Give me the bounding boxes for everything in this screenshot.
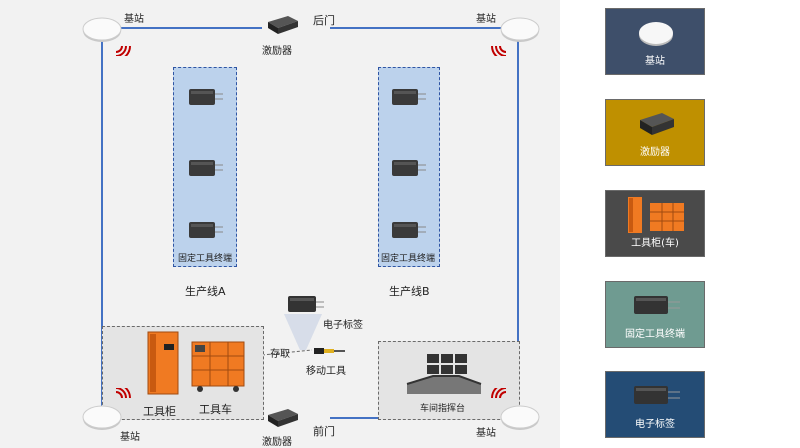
exciter-label-bottom: 激励器 [262,437,292,448]
tool-cart-icon [191,341,245,392]
back-door-label: 后门 [313,14,335,27]
legend-exciter-label: 激励器 [640,147,670,158]
base-station-label-br: 基站 [476,428,496,439]
mobile-tool-icon [314,348,345,354]
legend-fixed-terminal: 固定工具终端 [605,281,705,348]
exciter-icon [268,16,298,34]
fixed-terminal-device-icon [189,89,223,105]
control-desk-icon [406,354,482,394]
base-station-label-tl: 基站 [124,14,144,25]
tag-spotlight [284,296,324,350]
base-station-icon [639,22,673,46]
mobile-tool-label: 移动工具 [306,366,346,377]
fixed-terminal-device-icon [634,296,680,314]
legend-exciter: 激励器 [605,99,705,166]
base-station-label-tr: 基站 [476,14,496,25]
tag-label: 电子标签 [323,320,363,331]
base-station-icon [82,17,122,42]
fixed-terminal-device-icon [392,222,426,238]
tag-icon [634,386,680,404]
line-b-terminal-label: 固定工具终端 [381,254,436,264]
exciter-icon [268,409,298,427]
signal-icon [491,45,507,56]
tool-cabinet-icon [147,331,179,395]
line-a-label: 生产线A [185,285,226,298]
fixed-terminal-device-icon [189,222,223,238]
base-station-label-bl: 基站 [120,432,140,443]
line-a-terminal-label: 固定工具终端 [178,254,233,264]
legend-tool-cabinet: 工具柜(车) [605,190,705,257]
fixed-terminal-device-icon [189,160,223,176]
base-station-icon [500,17,540,42]
legend-base-station: 基站 [605,8,705,75]
base-station-icon [82,405,122,430]
tool-cabinet-icon [628,197,684,233]
tool-cabinet-label: 工具柜 [143,405,176,418]
front-door-label: 前门 [313,425,335,438]
fixed-terminal-device-icon [392,160,426,176]
signal-icon [491,388,507,399]
legend-tag-label: 电子标签 [635,419,675,430]
store-take-label: 存取 [270,349,290,360]
line-b-label: 生产线B [389,285,430,298]
legend-base-station-label: 基站 [645,56,665,67]
signal-icon [115,388,131,399]
legend-tool-cabinet-label: 工具柜(车) [631,238,679,249]
legend-tag: 电子标签 [605,371,705,438]
exciter-label-top: 激励器 [262,46,292,57]
exciter-icon [640,113,674,135]
tool-cart-label: 工具车 [199,403,232,416]
legend-fixed-terminal-label: 固定工具终端 [625,329,685,340]
signal-icon [115,45,131,56]
store-take-link [261,349,313,356]
fixed-terminal-device-icon [392,89,426,105]
control-desk-label: 车间指挥台 [420,404,466,414]
base-station-icon [500,405,540,430]
